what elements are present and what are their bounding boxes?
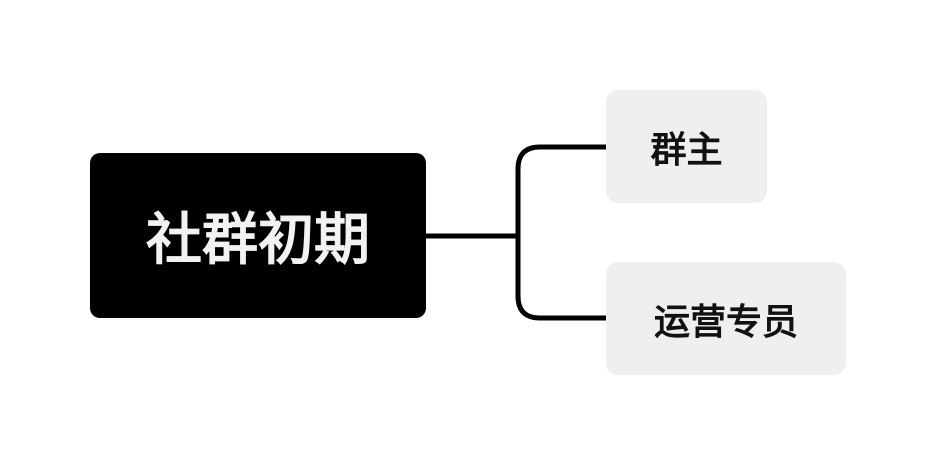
- child-node-label: 运营专员: [653, 301, 798, 343]
- child-node-operations-specialist[interactable]: 运营专员: [606, 262, 846, 375]
- child-node-group-owner[interactable]: 群主: [606, 90, 767, 203]
- child-node-label: 群主: [650, 129, 723, 171]
- root-node-label: 社群初期: [146, 208, 370, 273]
- root-node[interactable]: 社群初期: [90, 153, 426, 318]
